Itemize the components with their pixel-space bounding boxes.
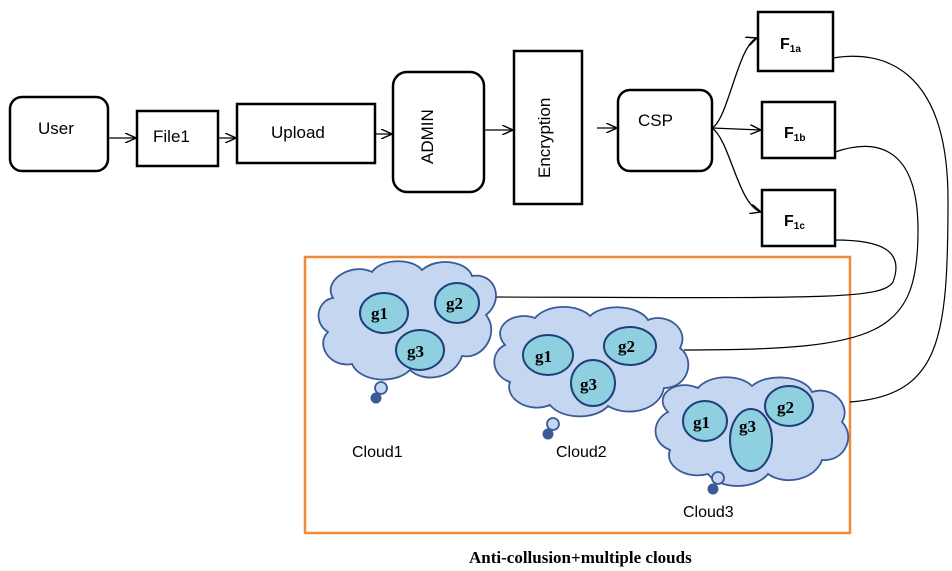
fragment-f1b-sub: 1b [794, 133, 806, 144]
encryption-box: Encryption [512, 49, 584, 206]
cloud-1-label: Cloud1 [352, 444, 403, 461]
svg-text:F1c: F1c [784, 213, 805, 232]
admin-label: ADMIN [418, 109, 437, 164]
cloud-3-g2-label: g2 [777, 398, 794, 417]
cloud-1-g2-label: g2 [446, 294, 463, 313]
fragment-f1b-box: F1b [760, 100, 837, 160]
cloud-2-group-g2 [603, 326, 657, 366]
cloud-2-group-g1 [522, 334, 574, 376]
cloud-3-label: Cloud3 [683, 504, 734, 521]
cloud-1-group-g3 [395, 329, 445, 371]
cloud-2-g2-label: g2 [618, 337, 635, 356]
cloud-3-group-g1 [682, 400, 728, 442]
cloud-3-g3-label: g3 [739, 417, 756, 436]
cloud-3-group-g2 [764, 385, 814, 427]
user-box: User [8, 95, 110, 173]
csp-box: CSP [616, 88, 714, 173]
cloud-2-group-g3 [570, 359, 616, 407]
cloud-1-group-g2 [434, 282, 480, 324]
cloud-3-group-g3 [729, 408, 773, 472]
diagram-caption: Anti-collusion+multiple clouds [469, 548, 692, 567]
cloud-2-label: Cloud2 [556, 444, 607, 461]
cloud-2: g1 g2 g3 Cloud2 [493, 306, 690, 461]
cloud-2-g1-label: g1 [535, 347, 552, 366]
link-f1b-cloud2 [683, 145, 919, 351]
fragment-f1c-box: F1c [760, 188, 837, 248]
fragment-f1b-main: F [784, 125, 794, 142]
svg-text:F1a: F1a [780, 36, 801, 55]
cloud-3-g1-label: g1 [693, 413, 710, 432]
user-label: User [38, 119, 74, 138]
file-label: File1 [153, 127, 190, 146]
link-f1c-cloud1 [485, 239, 897, 299]
upload-box: Upload [235, 102, 377, 165]
csp-label: CSP [638, 111, 673, 130]
arrow-csp-f1a [711, 38, 757, 129]
fragment-f1a-box: F1a [756, 10, 835, 73]
fragment-f1c-sub: 1c [794, 221, 806, 232]
admin-box: ADMIN [391, 70, 486, 194]
clouds-container [303, 255, 852, 535]
arrow-csp-f1c [711, 127, 761, 212]
cloud-1-group-g1 [359, 292, 409, 334]
fragment-f1a-sub: 1a [790, 44, 802, 55]
cloud-1: g1 g2 g3 Cloud1 [317, 260, 497, 461]
file-box: File1 [135, 109, 220, 168]
encryption-label: Encryption [535, 98, 554, 178]
upload-label: Upload [271, 123, 325, 142]
link-f1a-cloud3 [832, 55, 949, 403]
svg-text:F1b: F1b [784, 125, 805, 144]
cloud-1-g3-label: g3 [407, 342, 424, 361]
fragment-f1a-main: F [780, 36, 790, 53]
cloud-3: g1 g2 g3 Cloud3 [654, 376, 850, 521]
cloud-1-g1-label: g1 [371, 304, 388, 323]
fragment-f1c-main: F [784, 213, 794, 230]
arrow-csp-f1b [711, 128, 761, 130]
cloud-2-g3-label: g3 [580, 375, 597, 394]
